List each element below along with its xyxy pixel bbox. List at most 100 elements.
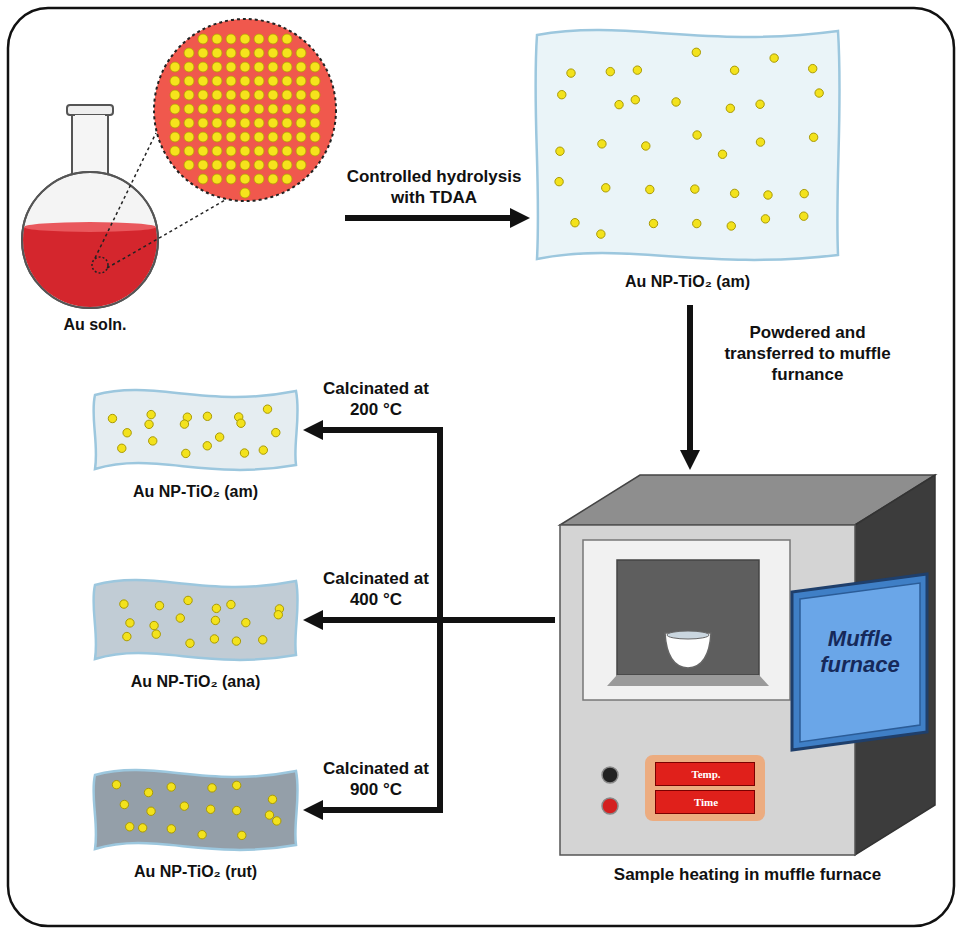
gold-nanoparticle	[170, 62, 180, 72]
gold-nanoparticle	[240, 449, 248, 457]
flask-lip	[67, 105, 113, 115]
gold-nanoparticle	[598, 140, 606, 148]
display-label: Time	[656, 795, 756, 809]
gold-nanoparticle	[282, 104, 292, 114]
gold-nanoparticle	[198, 34, 208, 44]
gold-nanoparticle	[186, 639, 194, 647]
gold-nanoparticle	[730, 66, 738, 74]
process-arrow	[315, 620, 555, 810]
gold-nanoparticle	[226, 160, 236, 170]
step-label: Controlled hydrolysis with TDAA	[345, 166, 523, 208]
gold-nanoparticle	[212, 48, 222, 58]
gold-nanoparticle	[170, 90, 180, 100]
gold-nanoparticle	[240, 90, 250, 100]
gold-nanoparticle	[296, 146, 306, 156]
gold-nanoparticle	[184, 118, 194, 128]
magnified-view	[154, 19, 336, 201]
flask-node: Au soln.	[15, 15, 345, 345]
gold-nanoparticle	[800, 212, 808, 220]
gold-nanoparticle	[226, 132, 236, 142]
gold-nanoparticle	[259, 446, 267, 454]
zoom-line	[95, 133, 156, 258]
furnace-opening	[583, 540, 790, 700]
display-readout: Time	[655, 790, 755, 814]
gold-nanoparticle	[268, 34, 278, 44]
gold-nanoparticle	[180, 420, 188, 428]
solution-surface	[24, 222, 156, 232]
gold-nanoparticle	[268, 90, 278, 100]
gold-nanoparticle	[296, 104, 306, 114]
door-face	[800, 583, 920, 742]
gold-nanoparticle	[240, 132, 250, 142]
gold-nanoparticle	[272, 428, 280, 436]
gold-nanoparticle	[184, 160, 194, 170]
gold-nanoparticle	[642, 142, 650, 150]
gold-nanoparticle	[240, 188, 250, 198]
gold-nanoparticle	[240, 48, 250, 58]
gold-nanoparticle	[112, 780, 120, 788]
gold-nanoparticle	[198, 90, 208, 100]
gold-nanoparticle	[268, 146, 278, 156]
gold-nanoparticle	[167, 783, 175, 791]
gold-nanoparticle	[212, 90, 222, 100]
node-label: Au NP-TiO₂ (ana)	[88, 672, 303, 692]
gold-nanoparticle	[282, 34, 292, 44]
gold-nanoparticle	[556, 147, 564, 155]
gold-nanoparticle	[726, 104, 734, 112]
gold-nanoparticle	[310, 146, 320, 156]
gold-nanoparticle	[602, 184, 610, 192]
gold-nanoparticle	[693, 131, 701, 139]
gold-nanoparticle	[198, 118, 208, 128]
gold-nanoparticle	[727, 222, 735, 230]
gold-nanoparticle	[571, 219, 579, 227]
red-button	[602, 798, 618, 814]
gold-nanoparticle	[254, 146, 264, 156]
gold-nanoparticle	[310, 118, 320, 128]
node-label: Au NP-TiO₂ (am)	[88, 482, 303, 502]
gold-nanoparticle	[198, 160, 208, 170]
gold-nanoparticle	[198, 174, 208, 184]
gold-nanoparticle	[237, 419, 245, 427]
gold-nanoparticle	[282, 146, 292, 156]
furnace-chamber	[617, 560, 759, 675]
gold-nanoparticle	[198, 146, 208, 156]
node-label: Au soln.	[20, 315, 170, 335]
gold-nanoparticle	[212, 132, 222, 142]
gold-nanoparticle	[212, 34, 222, 44]
chamber-floor	[607, 675, 769, 686]
muffle-furnace	[560, 475, 935, 855]
gold-nanoparticle	[226, 118, 236, 128]
gold-nanoparticle	[268, 76, 278, 86]
gold-nanoparticle	[206, 805, 214, 813]
node-outline	[15, 15, 345, 345]
gold-nanoparticle	[282, 132, 292, 142]
outer-frame	[8, 8, 954, 926]
gold-nanoparticle	[203, 442, 211, 450]
sheet-outline	[535, 30, 839, 260]
gold-nanoparticle	[118, 444, 126, 452]
magnifier-outline	[154, 19, 336, 201]
gold-nanoparticle	[282, 62, 292, 72]
gold-nanoparticle	[254, 132, 264, 142]
step-label: Powdered and transferred to muffle furna…	[705, 322, 910, 385]
gold-nanoparticle	[226, 90, 236, 100]
process-arrow	[345, 215, 518, 221]
gold-nanoparticle	[761, 215, 769, 223]
gold-nanoparticle	[126, 823, 134, 831]
gold-nanoparticle	[633, 66, 641, 74]
gold-nanoparticle	[145, 420, 153, 428]
gold-nanoparticle	[233, 806, 241, 814]
gold-nanoparticle	[176, 614, 184, 622]
gold-nanoparticle	[268, 118, 278, 128]
gold-nanoparticle	[150, 621, 158, 629]
gold-nanoparticle	[240, 174, 250, 184]
sample-sheet-node: Au NP-TiO₂ (ana)	[88, 575, 303, 700]
gold-nanoparticle	[147, 807, 155, 815]
gold-nanoparticle	[263, 405, 271, 413]
gold-nanoparticle	[240, 62, 250, 72]
step-label: Calcinated at 200 °C	[316, 378, 436, 420]
gold-nanoparticle	[254, 174, 264, 184]
sheet-outline	[93, 390, 297, 470]
gold-nanoparticle	[212, 104, 222, 114]
